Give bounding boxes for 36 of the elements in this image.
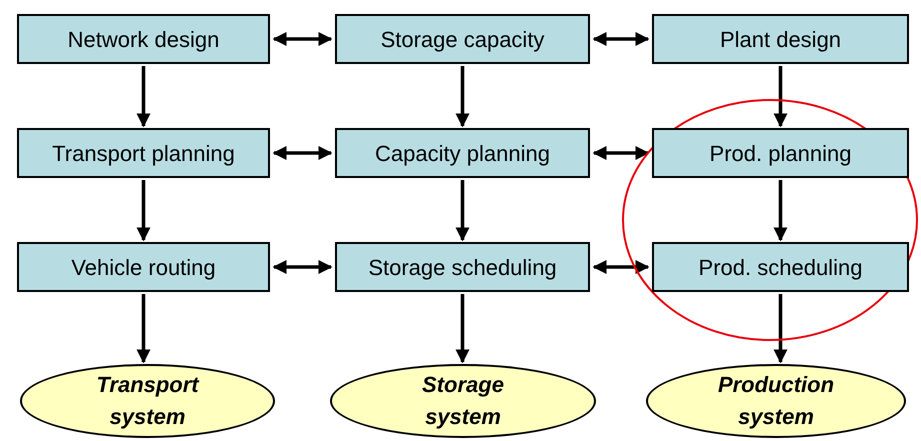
arrow [272, 260, 332, 274]
box-label: Capacity planning [375, 140, 550, 168]
box-label: Prod. planning [710, 140, 852, 168]
box-label: Network design [68, 26, 220, 54]
arrow [456, 180, 470, 242]
arrow [592, 146, 650, 160]
box-label: Prod. scheduling [698, 254, 862, 282]
process-box [17, 14, 270, 64]
arrow [136, 294, 150, 364]
arrow [774, 66, 788, 128]
box-label: Plant design [720, 26, 842, 54]
process-box [17, 128, 270, 178]
process-box [335, 242, 590, 292]
arrow [456, 66, 470, 128]
box-label: Transport planning [52, 140, 235, 168]
arrow [136, 66, 150, 128]
process-box [335, 14, 590, 64]
arrow [272, 146, 332, 160]
arrow [592, 32, 650, 46]
arrow [592, 260, 650, 274]
process-box [335, 128, 590, 178]
arrow [136, 180, 150, 242]
system-label: Transport system [95, 371, 200, 431]
arrow [774, 294, 788, 364]
system-label: Production system [716, 371, 836, 431]
system-label: Storage system [421, 371, 505, 431]
box-label: Storage capacity [380, 26, 544, 54]
arrow [456, 294, 470, 364]
arrow [774, 180, 788, 242]
process-box [17, 242, 270, 292]
process-box [652, 14, 909, 64]
arrow [272, 32, 332, 46]
box-label: Storage scheduling [368, 254, 557, 282]
process-box [652, 242, 909, 292]
process-box [652, 128, 909, 178]
box-label: Vehicle routing [71, 254, 216, 282]
